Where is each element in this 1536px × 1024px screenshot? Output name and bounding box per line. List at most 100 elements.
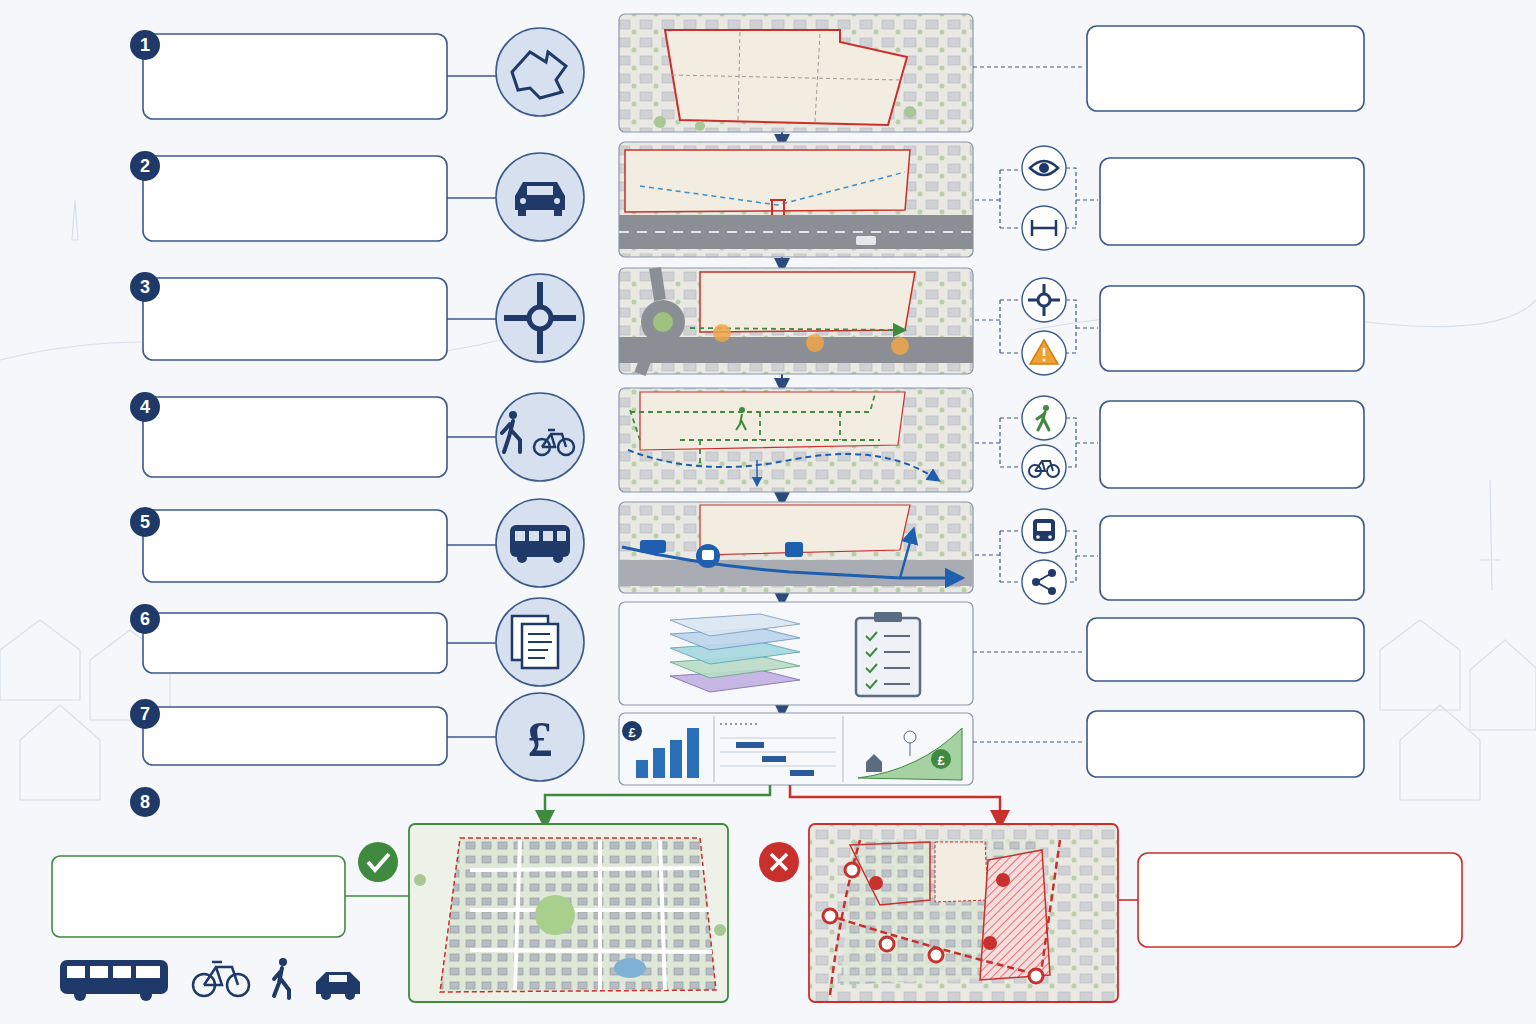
- poor-outcome-part-part: [1029, 969, 1043, 983]
- poor-outcome-part: [771, 854, 787, 870]
- poor-outcome-part: [869, 873, 1010, 950]
- step-icons-part: [553, 553, 563, 563]
- mode-icons-part: [136, 966, 160, 978]
- mode-icons-part: [90, 966, 108, 978]
- dashed-leaders: [973, 67, 1098, 742]
- mode-icons-part: [279, 958, 287, 966]
- step-icons-part: [529, 307, 551, 329]
- panel-7-funding-part: [931, 749, 951, 769]
- small-icons-part-part: [1022, 331, 1066, 375]
- small-icons-part-part: [1022, 509, 1066, 553]
- icon-circles-part: [496, 393, 584, 481]
- small-icons-part-part: [1022, 560, 1066, 604]
- small-icons-part: [1030, 340, 1058, 364]
- step-icons-part: [554, 198, 560, 204]
- mode-icons-part: [274, 968, 289, 998]
- panel-4-active-travel-part: [739, 407, 745, 413]
- outcome-branches: [545, 785, 1000, 820]
- step-icons-part: [557, 531, 566, 541]
- mode-icons-part: [193, 962, 249, 996]
- step-icons-part: [528, 634, 552, 658]
- step-icons-part: [529, 531, 539, 541]
- left-boxes-part: [143, 278, 447, 360]
- poor-outcome-part: [1118, 899, 1138, 901]
- left-boxes-part: [143, 613, 447, 673]
- small-icons-part: [1039, 163, 1049, 173]
- step-icons-part: [515, 182, 565, 210]
- poor-outcome-part: [840, 840, 1050, 985]
- step-icons-part: [518, 208, 526, 216]
- mode-icons-part: [74, 989, 86, 1001]
- panel-1-site-part: [672, 32, 900, 122]
- icon-circles-part: [496, 499, 584, 587]
- left-boxes-part: [143, 397, 447, 477]
- right-boxes-part: [1100, 516, 1364, 600]
- small-icons-part: [1036, 535, 1040, 539]
- mode-icons-part: [60, 960, 168, 994]
- icon-circles: [496, 28, 584, 781]
- panel-5-public-transport-part: [619, 502, 973, 593]
- panel-5-public-transport-part: [900, 535, 912, 578]
- currency-badge: £: [628, 726, 635, 739]
- leader-lines-part: [447, 736, 496, 737]
- left-boxes: [143, 34, 447, 765]
- currency-badge: £: [937, 754, 944, 767]
- flow-arrows-part: [781, 593, 783, 600]
- left-boxes-part: [143, 34, 447, 119]
- outcome-branches-part: [790, 785, 1000, 820]
- panel-3-junction-part: [641, 300, 685, 344]
- leader-lines-part: [447, 75, 496, 76]
- dashed-leaders-part: [973, 741, 1085, 742]
- panel-7-funding-part: [910, 743, 911, 756]
- small-icons-part-part: [1022, 445, 1066, 489]
- dashed-leaders-part: [973, 66, 1085, 67]
- mode-icons: [60, 958, 360, 1001]
- leader-lines-part: [447, 318, 496, 319]
- poor-outcome-part-part: [823, 909, 837, 923]
- panel-3-junction-part: [713, 324, 731, 342]
- right-boxes-part: [1100, 401, 1364, 488]
- flow-arrows-part: [781, 492, 783, 500]
- small-icons-part: [1037, 523, 1051, 531]
- panel-3-junction-part: [640, 268, 660, 374]
- panel-3-junction: [619, 268, 973, 374]
- step-icons-part: [509, 411, 517, 419]
- number-badges-part: [130, 272, 160, 302]
- poor-outcome-part: [823, 863, 1043, 983]
- mode-icons-part: [329, 975, 347, 982]
- mode-icons-part: [345, 990, 355, 1000]
- good-outcome-part: [52, 856, 345, 937]
- step-icons-part: [510, 525, 570, 557]
- flow-arrows-part: [781, 132, 783, 142]
- step-icons-part: [517, 553, 527, 563]
- left-boxes-part: [143, 156, 447, 241]
- number-badges-part: [130, 699, 160, 729]
- panel-6-assessment-part: [884, 636, 910, 684]
- dashed-leaders-part: [1066, 300, 1098, 353]
- flow-arrows-part: [781, 705, 783, 711]
- background-townscape-part: [1400, 705, 1480, 800]
- panel-6-assessment-part: [866, 632, 877, 688]
- callout-number: 5: [140, 513, 150, 531]
- small-icons-part: [1038, 294, 1050, 306]
- panel-7-funding-part: [866, 754, 882, 772]
- dashed-leaders-part: [1066, 168, 1098, 228]
- panel-1-site-part: [695, 121, 705, 131]
- panel-7-funding-part: [720, 738, 836, 766]
- step-icons-part: [515, 531, 525, 541]
- panel-2-access-part: [770, 200, 786, 215]
- right-boxes-part: [1100, 158, 1364, 245]
- dashed-leaders-part: [975, 531, 1020, 582]
- panel-1-site-part: [654, 116, 666, 128]
- panel-2-access-part: [625, 150, 910, 212]
- background-townscape-part: [20, 705, 100, 800]
- panel-4-active-travel-part: [736, 414, 746, 430]
- panel-7-funding-part: [736, 742, 764, 748]
- outcome-branches-part: [545, 785, 770, 820]
- small-icons-part: [1048, 535, 1052, 539]
- icon-circles-part: [496, 274, 584, 362]
- icon-circles-part: [496, 598, 584, 686]
- panel-7-funding-part: [904, 731, 916, 743]
- small-icons-part: [1032, 220, 1056, 236]
